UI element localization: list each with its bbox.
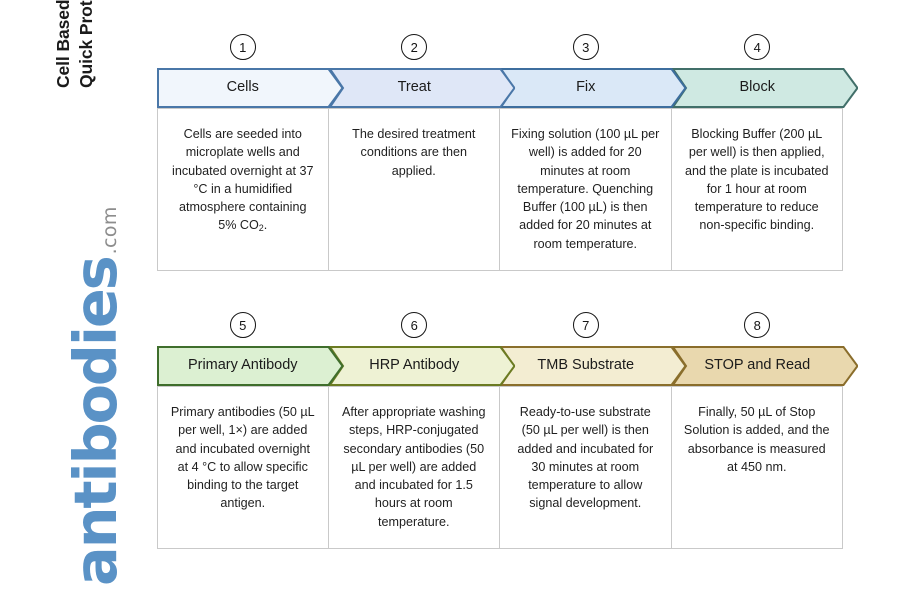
step-description-text: Finally, 50 µL of Stop Solution is added… [683, 405, 830, 474]
logo-wordmark: antibodies [61, 257, 130, 586]
chevron-label: Primary Antibody [187, 357, 298, 374]
page-title-line-1: Cell Based ELISA Kits [52, 0, 75, 88]
step-description-row: Primary antibodies (50 µL per well, 1×) … [157, 386, 843, 549]
chevron-step-7[interactable]: TMB Substrate [500, 346, 687, 386]
step-description-text: After appropriate washing steps, HRP-con… [341, 405, 486, 529]
chevron-label: HRP Antibody [369, 357, 460, 374]
step-number-badge: 3 [572, 34, 599, 60]
chevron-label: Cells [226, 79, 259, 96]
step-number-badge: 1 [229, 34, 256, 60]
step-description-box: Primary antibodies (50 µL per well, 1×) … [157, 386, 329, 549]
step-description-box: Blocking Buffer (200 µL per well) is the… [671, 108, 843, 271]
chevron-step-6[interactable]: HRP Antibody [328, 346, 515, 386]
chevron-step-3[interactable]: Fix [500, 68, 687, 108]
subscript: 2 [258, 223, 264, 234]
step-description-box: The desired treatment conditions are the… [328, 108, 500, 271]
step-description-text: Primary antibodies (50 µL per well, 1×) … [170, 405, 315, 511]
step-description-box: Fixing solution (100 µL per well) is add… [500, 108, 672, 271]
chevron-step-5[interactable]: Primary Antibody [157, 346, 344, 386]
chevron-label: Treat [397, 79, 431, 96]
chevron-label: TMB Substrate [537, 357, 635, 374]
step-description-box: Finally, 50 µL of Stop Solution is added… [671, 386, 843, 549]
step-number-strip: 1 2 3 4 [157, 34, 843, 68]
chevron-step-4[interactable]: Block [671, 68, 858, 108]
chevron-label: Block [739, 79, 775, 96]
step-description-text: The desired treatment conditions are the… [352, 127, 476, 178]
chevron-band: Primary Antibody HRP Antibody TMB Substrat… [157, 346, 858, 386]
step-number-badge: 5 [229, 312, 256, 338]
step-number-badge: 6 [401, 312, 428, 338]
page-title-line-2: Quick Protocol [76, 0, 97, 88]
page-title: Cell Based ELISA Kits Quick Protocol [52, 0, 118, 88]
step-number-badge: 4 [744, 34, 771, 60]
chevron-band: Cells Treat Fix Block [157, 68, 858, 108]
logo-domain-suffix: .com [99, 206, 121, 255]
antibodies-logo: antibodies .com [61, 206, 138, 586]
step-number-badge: 8 [744, 312, 771, 338]
step-description-text: Blocking Buffer (200 µL per well) is the… [684, 127, 829, 233]
step-number-badge: 2 [401, 34, 428, 60]
step-description-box: After appropriate washing steps, HRP-con… [328, 386, 500, 549]
step-number-badge: 7 [572, 312, 599, 338]
step-description-box: Ready-to-use substrate (50 µL per well) … [500, 386, 672, 549]
chevron-step-2[interactable]: Treat [328, 68, 515, 108]
chevron-label: STOP and Read [704, 357, 811, 374]
step-description-row: Cells are seeded into microplate wells a… [157, 108, 843, 271]
chevron-label: Fix [576, 79, 596, 96]
step-description-text: Ready-to-use substrate (50 µL per well) … [517, 405, 654, 511]
step-description-text: Fixing solution (100 µL per well) is add… [511, 127, 660, 251]
step-number-strip: 5 6 7 8 [157, 312, 843, 346]
step-description-box: Cells are seeded into microplate wells a… [157, 108, 329, 271]
step-description-text: Cells are seeded into microplate wells a… [172, 127, 314, 234]
chevron-step-8[interactable]: STOP and Read [671, 346, 858, 386]
chevron-step-1[interactable]: Cells [157, 68, 344, 108]
